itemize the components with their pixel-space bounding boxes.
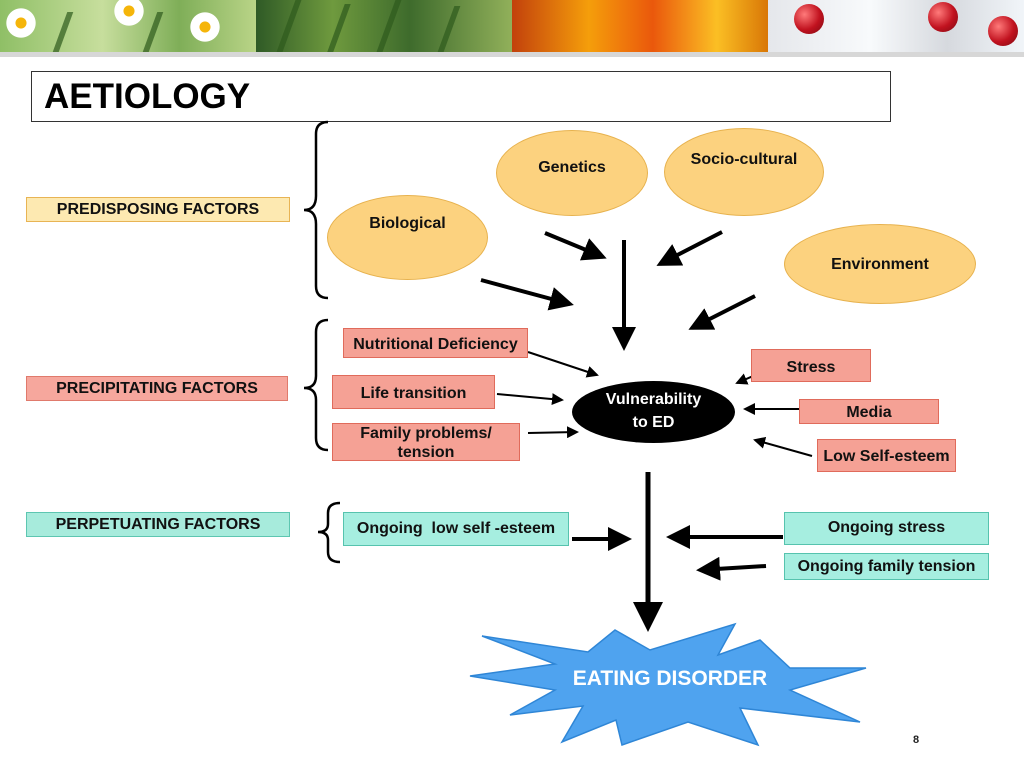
ongoing-stress-node: Ongoing stress: [784, 512, 989, 545]
header-photo-banner: [0, 0, 1024, 52]
family-problems-line1: Family problems/: [360, 425, 492, 442]
life-transition-node: Life transition: [332, 375, 495, 409]
family-problems-node: Family problems/ tension: [332, 423, 520, 461]
biological-node: Biological: [327, 195, 488, 280]
socio-cultural-node: Socio-cultural: [664, 128, 824, 216]
snow-berries-photo: [768, 0, 1024, 52]
arrow-family: [527, 426, 579, 439]
predisposing-factors-label: PREDISPOSING FACTORS: [26, 197, 290, 222]
low-self-esteem-node: Low Self-esteem: [817, 439, 956, 472]
arrow-genetics: [544, 231, 607, 261]
eating-disorder-burst: [469, 622, 867, 747]
media-node: Media: [799, 399, 939, 424]
banner-divider: [0, 52, 1024, 57]
nutritional-deficiency-node: Nutritional Deficiency: [343, 328, 528, 358]
vulnerability-line2: to ED: [632, 414, 675, 431]
title-box: AETIOLOGY: [31, 71, 891, 122]
perpetuating-factors-label: PERPETUATING FACTORS: [26, 512, 290, 537]
palm-leaf-photo: [256, 0, 512, 52]
genetics-node: Genetics: [496, 130, 648, 216]
perpetuating-brace: [317, 501, 341, 564]
arrow-ongoing-family-tension: [696, 556, 767, 581]
arrow-life-transition: [496, 393, 564, 406]
arrow-low-self-esteem: [753, 436, 813, 457]
arrow-environment: [688, 294, 756, 330]
environment-node: Environment: [784, 224, 976, 304]
eating-disorder-label: EATING DISORDER: [572, 667, 768, 690]
precipitating-factors-label: PRECIPITATING FACTORS: [26, 376, 288, 401]
ongoing-low-self-esteem-node: Ongoing low self -esteem: [343, 512, 569, 546]
precipitating-brace: [303, 318, 329, 452]
stress-node: Stress: [751, 349, 871, 382]
autumn-leaves-photo: [512, 0, 768, 52]
vulnerability-line1: Vulnerability: [605, 391, 702, 408]
arrow-biological: [480, 278, 574, 311]
daisy-photo: [0, 0, 256, 52]
arrow-nutritional: [527, 351, 599, 378]
family-problems-line2: tension: [397, 444, 455, 461]
page-title: AETIOLOGY: [44, 77, 251, 116]
vulnerability-node: Vulnerability to ED: [572, 381, 735, 443]
arrow-socio: [656, 230, 723, 266]
predisposing-brace: [303, 120, 329, 300]
page-number: 8: [913, 734, 920, 746]
ongoing-family-tension-node: Ongoing family tension: [784, 553, 989, 580]
